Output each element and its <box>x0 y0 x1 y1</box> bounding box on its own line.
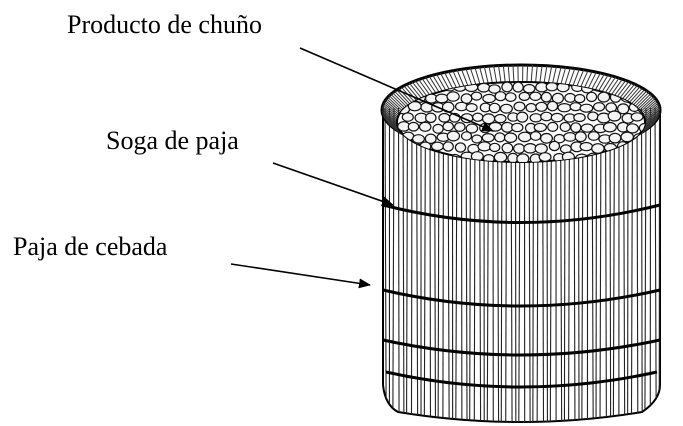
arrow-barley-straw <box>230 263 371 289</box>
arrow-straw-rope <box>272 162 394 207</box>
straw-rope-bands <box>382 203 661 389</box>
rope-band-4 <box>385 370 658 389</box>
label-chuno-product: Producto de chuño <box>67 10 262 39</box>
label-straw-rope: Soga de paja <box>106 126 239 155</box>
rope-band-1 <box>382 203 661 224</box>
label-barley-straw: Paja de cebada <box>13 232 168 261</box>
rope-band-2 <box>382 288 661 308</box>
arrow-chuno-product <box>299 47 494 132</box>
rope-band-3 <box>382 338 661 357</box>
